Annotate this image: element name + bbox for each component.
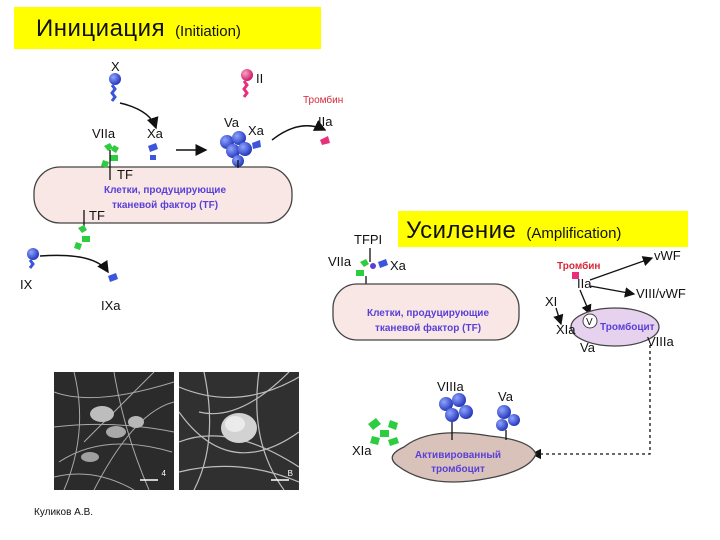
amplification-subtitle: (Amplification) — [526, 225, 622, 242]
arrow-x-to-xa — [119, 102, 159, 130]
micrograph-panel-1: 4 — [54, 372, 174, 490]
micrograph-panel-2: B — [179, 372, 299, 490]
label-viia-1: VIIa — [92, 126, 116, 141]
factor-x-molecule — [109, 73, 121, 102]
tf-cell-amplification — [332, 283, 520, 341]
label-xa-2: Xa — [248, 123, 265, 138]
label-ii: II — [256, 71, 263, 86]
label-tf-2: TF — [89, 208, 105, 223]
activated-platelet — [391, 432, 537, 483]
arrow-xi-xia — [553, 307, 564, 326]
micrograph-panel-1-label: 4 — [161, 469, 166, 478]
thrombin-label-initiation: Тромбин — [303, 94, 343, 106]
thrombin-label-amplification: Тромбин — [557, 260, 600, 272]
label-viiia-2: VIIIa — [437, 379, 465, 394]
label-iia-2: IIa — [577, 276, 592, 291]
label-xia-2: XIa — [352, 443, 372, 458]
viia-complex — [101, 143, 119, 168]
xia-cluster — [368, 418, 399, 446]
label-x: X — [111, 59, 120, 74]
arrow-ii-to-iia — [271, 120, 327, 141]
arrow-thrombin-platelet — [579, 289, 592, 316]
amplification-title: Усиление — [406, 217, 517, 244]
label-vwf: vWF — [654, 248, 681, 263]
label-viiia-1: VIIIa — [647, 334, 675, 349]
micrograph-panel-2-label: B — [287, 469, 293, 478]
prothrombinase-cluster — [220, 131, 261, 168]
label-xa-1: Xa — [147, 126, 164, 141]
label-xia-1: XIa — [556, 322, 576, 337]
factor-ii-molecule — [241, 69, 253, 98]
label-ixa: IXa — [101, 298, 121, 313]
v-marker — [582, 313, 598, 329]
iia-molecule-2 — [572, 272, 579, 279]
label-va-2: Va — [580, 340, 596, 355]
viia-complex-2 — [74, 225, 90, 250]
label-viii-vwf: VIII/vWF — [636, 286, 686, 301]
arrow-ix-to-ixa — [39, 254, 109, 274]
factor-ix-molecule — [27, 248, 39, 269]
label-tfpi: TFPI — [354, 232, 382, 247]
activated-platelet-line1: Активированный — [415, 450, 501, 461]
label-viia-2: VIIa — [328, 254, 352, 269]
activated-platelet-line2: тромбоцит — [431, 463, 485, 475]
arrow-thrombin-viii — [589, 285, 636, 298]
xa-complex-1 — [148, 143, 158, 160]
label-v: V — [586, 317, 593, 328]
amplification-title-box: Усиление (Amplification) — [398, 211, 688, 247]
iia-molecule-1 — [320, 136, 330, 145]
label-va-3: Va — [498, 389, 514, 404]
label-iia-1: IIa — [318, 114, 333, 129]
label-xa-3: Xa — [390, 258, 407, 273]
initiation-title: Инициация — [36, 15, 166, 42]
initiation-subtitle: (Initiation) — [175, 23, 241, 40]
arrow-thrombin-vwf — [589, 256, 654, 281]
initiation-title-box: Инициация (Initiation) — [14, 7, 321, 49]
tf-cell-initiation — [33, 166, 293, 224]
platelet-label: Тромбоцит — [600, 321, 655, 333]
tf-cell-initiation-line1: Клетки, продуцирующие — [104, 185, 226, 196]
ixa-molecule — [108, 273, 118, 282]
label-ix: IX — [20, 277, 33, 292]
tfpi-complex — [356, 259, 388, 300]
tf-cell-initiation-line2: тканевой фактор (TF) — [112, 199, 218, 211]
va-cluster — [496, 405, 520, 440]
viiia-cluster — [439, 393, 473, 440]
label-tf-1: TF — [117, 167, 133, 182]
label-va-1: Va — [224, 115, 240, 130]
label-xi: XI — [545, 294, 557, 309]
author-credit: Куликов А.В. — [34, 507, 94, 518]
dashed-connector — [530, 345, 651, 460]
tf-cell-amplification-line2: тканевой фактор (TF) — [375, 322, 481, 334]
tf-cell-amplification-line1: Клетки, продуцирующие — [367, 308, 489, 319]
